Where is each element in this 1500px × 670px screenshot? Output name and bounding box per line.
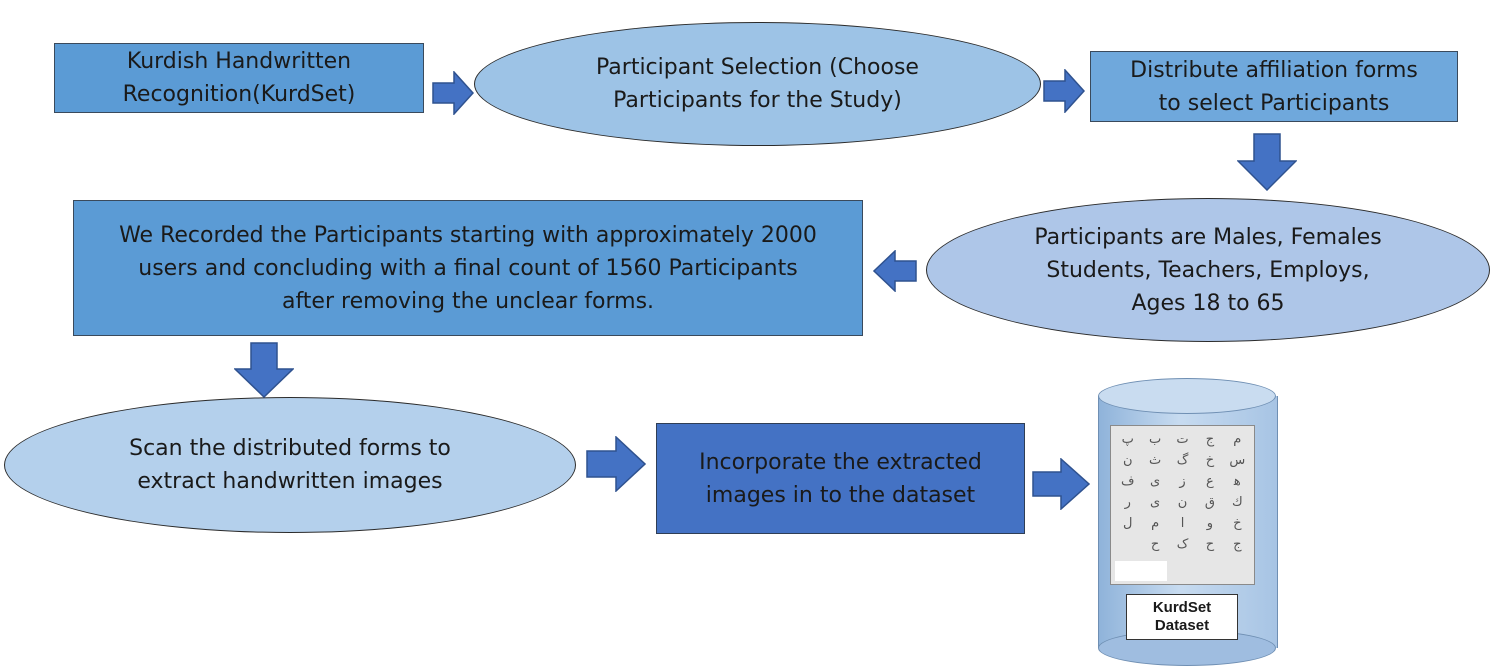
incorporate-images-box: Incorporate the extracted images in to t… (656, 423, 1025, 534)
participant-selection-text: Participant Selection (Choose Participan… (596, 55, 919, 113)
handwritten-glyph: ﺭ (1124, 495, 1131, 510)
handwritten-glyph: ﻯ (1150, 495, 1161, 510)
handwritten-glyph: ﯼ (1150, 474, 1161, 489)
handwritten-glyph: ﻭ (1206, 516, 1214, 531)
handwritten-glyph: ﺱ (1229, 453, 1246, 468)
handwritten-glyph: ﺥ (1205, 453, 1215, 468)
scan-forms-text: Scan the distributed forms to extract ha… (129, 436, 451, 494)
arrow-right-4 (1032, 458, 1090, 510)
kurdset-start-box: Kurdish Handwritten Recognition(KurdSet) (54, 43, 424, 113)
handwritten-glyph: ﻙ (1231, 495, 1243, 510)
handwritten-glyph: ﺝ (1233, 537, 1242, 552)
participants-demographics-oval: Participants are Males, Females Students… (926, 198, 1490, 342)
handwritten-glyph: ﮎ (1176, 537, 1189, 552)
arrow-right-1 (432, 71, 474, 115)
distribute-forms-box: Distribute affiliation forms to select P… (1090, 51, 1458, 122)
database-label-line2: Dataset (1154, 617, 1210, 634)
handwritten-glyph: ﻑ (1120, 474, 1135, 489)
handwritten-glyph: ﻝ (1122, 516, 1133, 531)
handwritten-glyph: ﮒ (1176, 453, 1189, 468)
handwritten-glyph: ﺍ (1180, 516, 1185, 531)
handwritten-glyph: ﻉ (1206, 474, 1214, 489)
database-label: KurdSet Dataset (1126, 594, 1238, 640)
handwritten-glyph: ﺕ (1176, 432, 1189, 447)
handwritten-glyph: ﻡ (1233, 432, 1242, 447)
handwritten-glyph: ﺙ (1148, 453, 1162, 468)
handwritten-glyph: ﻡ (1151, 516, 1160, 531)
handwritten-glyph: ﺝ (1205, 432, 1215, 447)
database-top (1098, 378, 1276, 414)
arrow-right-3 (586, 436, 646, 492)
handwritten-glyph: ﭖ (1121, 432, 1134, 447)
handwritten-glyph: ﺥ (1233, 516, 1242, 531)
arrow-down-2 (234, 342, 294, 398)
handwritten-glyph: ﺡ (1205, 537, 1215, 552)
recorded-participants-box: We Recorded the Participants starting wi… (73, 200, 863, 336)
arrow-right-2 (1043, 69, 1085, 113)
database-label-line1: KurdSet (1152, 599, 1212, 616)
handwritten-glyph: ﻥ (1177, 495, 1188, 510)
participant-selection-oval: Participant Selection (Choose Participan… (474, 22, 1041, 146)
distribute-forms-text: Distribute affiliation forms to select P… (1130, 57, 1418, 116)
handwritten-glyph: ﺏ (1148, 432, 1162, 447)
handwritten-glyph: ﻕ (1204, 495, 1215, 510)
scan-forms-oval: Scan the distributed forms to extract ha… (4, 397, 576, 533)
arrow-left-1 (873, 250, 917, 292)
handwritten-glyph: ﻥ (1122, 453, 1133, 468)
handwritten-glyph: ﺯ (1179, 474, 1186, 489)
handwritten-glyph: ﺡ (1150, 537, 1160, 552)
handwritten-glyph: ﻫ (1233, 474, 1241, 489)
arrow-down-1 (1237, 133, 1297, 191)
participants-demographics-text: Participants are Males, Females Students… (1034, 224, 1382, 316)
incorporate-images-text: Incorporate the extracted images in to t… (699, 449, 982, 508)
kurdset-start-text: Kurdish Handwritten Recognition(KurdSet) (122, 49, 356, 107)
recorded-participants-text: We Recorded the Participants starting wi… (119, 222, 817, 314)
